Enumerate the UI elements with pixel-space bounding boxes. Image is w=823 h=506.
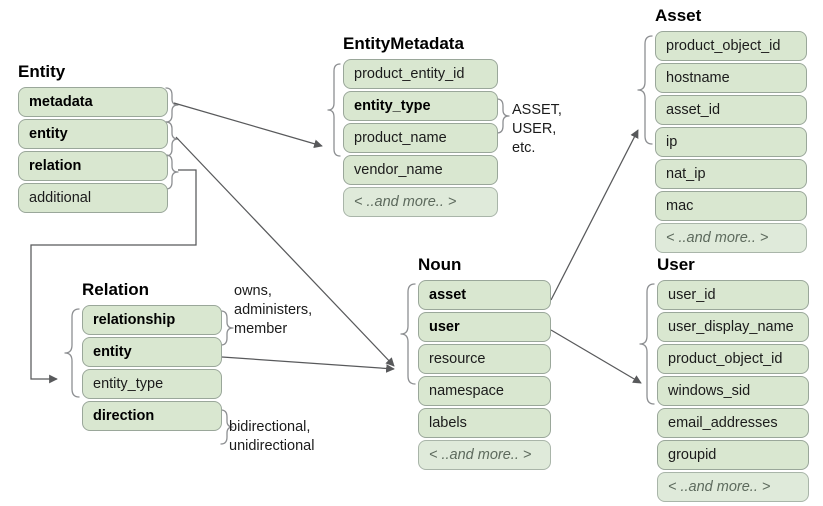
field-row[interactable]: vendor_name: [343, 155, 498, 185]
field-row[interactable]: nat_ip: [655, 159, 807, 189]
field-row-more[interactable]: < ..and more.. >: [418, 440, 551, 470]
field-row[interactable]: product_entity_id: [343, 59, 498, 89]
field-row[interactable]: entity: [82, 337, 222, 367]
field-row[interactable]: resource: [418, 344, 551, 374]
brace-entity-type: [496, 98, 510, 134]
field-row[interactable]: mac: [655, 191, 807, 221]
field-row[interactable]: entity_type: [343, 91, 498, 121]
field-row[interactable]: user_id: [657, 280, 809, 310]
field-row-more[interactable]: < ..and more.. >: [655, 223, 807, 253]
field-row[interactable]: namespace: [418, 376, 551, 406]
field-row[interactable]: asset: [418, 280, 551, 310]
field-row[interactable]: user_display_name: [657, 312, 809, 342]
field-row[interactable]: ip: [655, 127, 807, 157]
field-row[interactable]: direction: [82, 401, 222, 431]
group-title-asset: Asset: [655, 6, 702, 25]
field-row[interactable]: groupid: [657, 440, 809, 470]
group-title-entity: Entity: [18, 62, 66, 81]
field-row[interactable]: product_object_id: [657, 344, 809, 374]
field-row[interactable]: metadata: [18, 87, 168, 117]
brace-relation-left: [64, 308, 80, 398]
field-row[interactable]: labels: [418, 408, 551, 438]
wire-metadata-to-entitymetadata: [173, 102, 323, 149]
wire-noun-asset-to-asset: [550, 129, 639, 301]
field-row[interactable]: entity: [18, 119, 168, 149]
group-title-user: User: [657, 255, 695, 274]
field-row[interactable]: entity_type: [82, 369, 222, 399]
field-row[interactable]: product_name: [343, 123, 498, 153]
wire-relationentity-to-noun: [221, 356, 395, 373]
brace-asset-left: [637, 35, 653, 145]
field-row[interactable]: hostname: [655, 63, 807, 93]
annotation-entity-type-values: ASSET, USER, etc.: [512, 102, 562, 156]
field-row-more[interactable]: < ..and more.. >: [657, 472, 809, 502]
brace-noun-left: [400, 283, 416, 385]
group-title-relation: Relation: [82, 280, 150, 299]
field-row[interactable]: relation: [18, 151, 168, 181]
field-row[interactable]: user: [418, 312, 551, 342]
group-title-noun: Noun: [418, 255, 462, 274]
annotation-direction-values: bidirectional, unidirectional: [229, 419, 315, 454]
field-row[interactable]: asset_id: [655, 95, 807, 125]
wire-noun-user-to-user: [550, 329, 642, 384]
field-row[interactable]: relationship: [82, 305, 222, 335]
brace-relationship: [220, 310, 234, 346]
brace-user-left: [639, 283, 655, 405]
field-row-more[interactable]: < ..and more.. >: [343, 187, 498, 217]
group-title-entity-metadata: EntityMetadata: [343, 34, 464, 53]
brace-entitymetadata-left: [327, 63, 341, 157]
annotation-relationship-values: owns, administers, member: [234, 283, 313, 337]
field-row[interactable]: windows_sid: [657, 376, 809, 406]
field-row[interactable]: additional: [18, 183, 168, 213]
field-row[interactable]: email_addresses: [657, 408, 809, 438]
field-row[interactable]: product_object_id: [655, 31, 807, 61]
